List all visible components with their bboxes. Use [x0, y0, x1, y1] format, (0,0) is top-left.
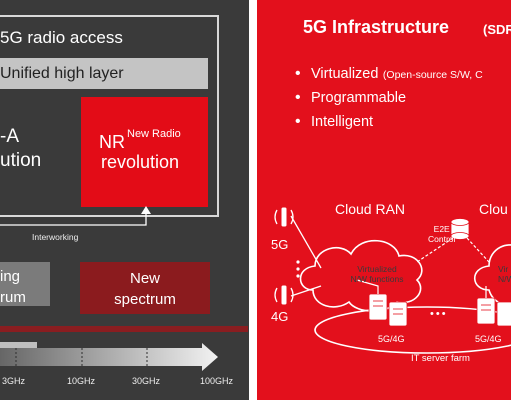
nr-superscript: New Radio — [127, 128, 181, 140]
cloud-ran-label: Cloud RAN — [335, 201, 406, 217]
virtualized-functions-label: Virtualized N/W functions — [345, 264, 409, 284]
virtualized-line-1: Virtualized — [357, 264, 397, 274]
e2e-control-label: E2E Control — [428, 224, 455, 244]
label-5g: 5G — [271, 237, 289, 252]
new-spectrum-range-bar — [0, 326, 248, 332]
new-spectrum-line-1: New — [129, 270, 160, 287]
radio-access-panel: 5G radio access Unified high layer -A ut… — [0, 0, 249, 400]
e2e-control-db-icon — [450, 218, 470, 240]
e2e-control-line-1: E2E — [433, 224, 450, 234]
bullet-detail: (Open-source S/W, C — [382, 69, 483, 81]
unified-layer-label: Unified high layer — [0, 65, 124, 82]
freq-tick-3ghz: 3GHz — [2, 376, 26, 386]
fronthaul-links — [290, 215, 322, 297]
bullet-main: Intelligent — [311, 114, 374, 130]
server-label-1: 5G/4G — [378, 334, 405, 344]
existing-spectrum-line-2: rum — [0, 289, 26, 306]
antenna-dots — [296, 260, 300, 278]
nr-subtitle: revolution — [101, 152, 180, 172]
cloud-ran-diagram: Cloud RAN Clou 5G 4G E2E Control Virtual… — [257, 190, 511, 400]
radio-access-title: 5G radio access — [0, 28, 123, 47]
freq-tick-30ghz: 30GHz — [132, 376, 161, 386]
server-cables — [356, 279, 487, 298]
radio-access-frame — [0, 15, 219, 217]
antenna-4g-icon — [274, 285, 294, 305]
existing-spectrum-line-1: ing — [0, 268, 21, 285]
right-cloud-line-2: N/W — [498, 274, 511, 284]
cloud-ran-drawing — [274, 207, 511, 354]
bullet-dot: • — [295, 113, 301, 130]
lte-evolution-label: -A ution — [0, 125, 41, 173]
label-4g: 4G — [271, 309, 289, 324]
bullet-main: Virtualized — [311, 66, 379, 82]
nr-title: NR — [99, 132, 125, 152]
existing-spectrum-box — [0, 262, 50, 306]
nr-revolution-box — [81, 97, 208, 207]
right-cloud-functions-label: Vir N/W — [498, 264, 511, 284]
antenna-5g-icon — [274, 207, 294, 227]
existing-spectrum-label: ing rum — [0, 266, 26, 308]
unified-layer-bar — [0, 58, 208, 89]
server-group-1 — [368, 293, 408, 327]
bullet-programmable: • Programmable — [295, 86, 483, 110]
interworking-label: Interworking — [32, 232, 79, 242]
lte-line-2: ution — [0, 150, 42, 171]
infrastructure-bullets: • Virtualized (Open-source S/W, C • Progra… — [295, 62, 483, 134]
frequency-axis-arrow — [0, 343, 218, 371]
interworking-arrow — [0, 206, 151, 226]
bullet-main: Programmable — [311, 90, 407, 106]
virtualized-line-2: N/W functions — [350, 274, 404, 284]
it-server-farm-label: IT server farm — [411, 353, 470, 364]
server-dots: ••• — [430, 308, 448, 320]
infrastructure-title: 5G Infrastructure — [303, 17, 450, 37]
bullet-virtualized: • Virtualized (Open-source S/W, C — [295, 62, 483, 86]
lte-line-1: -A — [0, 126, 19, 147]
e2e-control-links — [416, 237, 490, 263]
right-cloud-line-1: Vir — [498, 264, 509, 274]
freq-tick-100ghz: 100GHz — [200, 376, 234, 386]
cloud-ran-right-label: Clou — [479, 201, 508, 217]
freq-tick-10ghz: 10GHz — [67, 376, 96, 386]
frequency-tick-labels: 3GHz 10GHz 30GHz 100GHz — [0, 376, 249, 390]
server-group-2 — [476, 297, 511, 327]
bullet-intelligent: • Intelligent — [295, 110, 483, 134]
new-spectrum-box — [80, 262, 210, 314]
bullet-dot: • — [295, 65, 301, 82]
existing-spectrum-range-bar — [0, 342, 37, 348]
panel-divider — [249, 0, 257, 400]
new-spectrum-label: New spectrum — [80, 268, 210, 310]
new-spectrum-line-2: spectrum — [114, 291, 176, 308]
server-label-2: 5G/4G — [475, 334, 502, 344]
bullet-dot: • — [295, 89, 301, 106]
infrastructure-title-suffix: (SDR — [483, 22, 511, 37]
e2e-control-line-2: Control — [428, 234, 456, 244]
it-server-farm-ring — [314, 306, 511, 354]
infrastructure-panel: 5G Infrastructure (SDR • Virtualized (Ope… — [257, 0, 511, 400]
